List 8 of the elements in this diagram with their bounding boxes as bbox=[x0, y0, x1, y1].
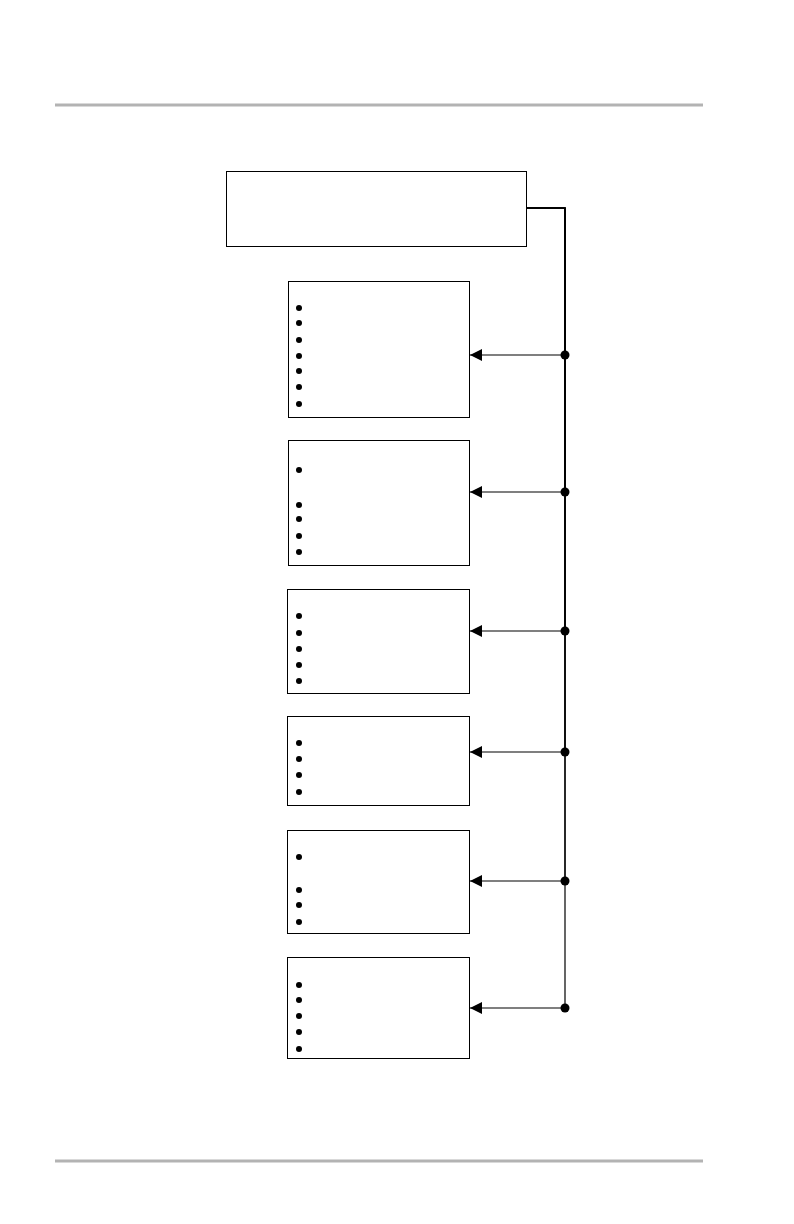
empty-box bbox=[287, 957, 470, 1059]
arrow bbox=[469, 207, 566, 1014]
empty-box bbox=[287, 830, 470, 934]
empty-box bbox=[287, 716, 470, 806]
empty-box bbox=[288, 440, 470, 566]
empty-box bbox=[287, 589, 470, 694]
empty-box bbox=[288, 281, 470, 418]
empty-box bbox=[226, 171, 527, 247]
